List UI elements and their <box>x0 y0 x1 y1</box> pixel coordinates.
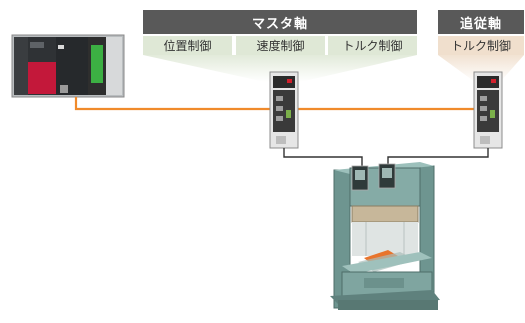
master-axis-header: マスタ軸 <box>143 10 417 34</box>
servo-amplifier-master <box>269 71 299 149</box>
master-mode-speed-control: 速度制御 <box>236 36 325 55</box>
press-machine-icon <box>330 162 440 310</box>
master-mode-position-control: 位置制御 <box>143 36 232 55</box>
follower-mode-torque-control: トルク制御 <box>438 36 524 55</box>
master-mode-torque-control: トルク制御 <box>328 36 417 55</box>
master-highlight <box>143 55 417 82</box>
motor-cable-follower <box>387 148 489 170</box>
network-cable <box>74 97 475 111</box>
motor-cable-master <box>283 148 363 170</box>
follower-axis-header: 追従軸 <box>438 10 524 34</box>
plc-rack-icon <box>11 34 125 98</box>
servo-amplifier-follower <box>473 71 503 149</box>
